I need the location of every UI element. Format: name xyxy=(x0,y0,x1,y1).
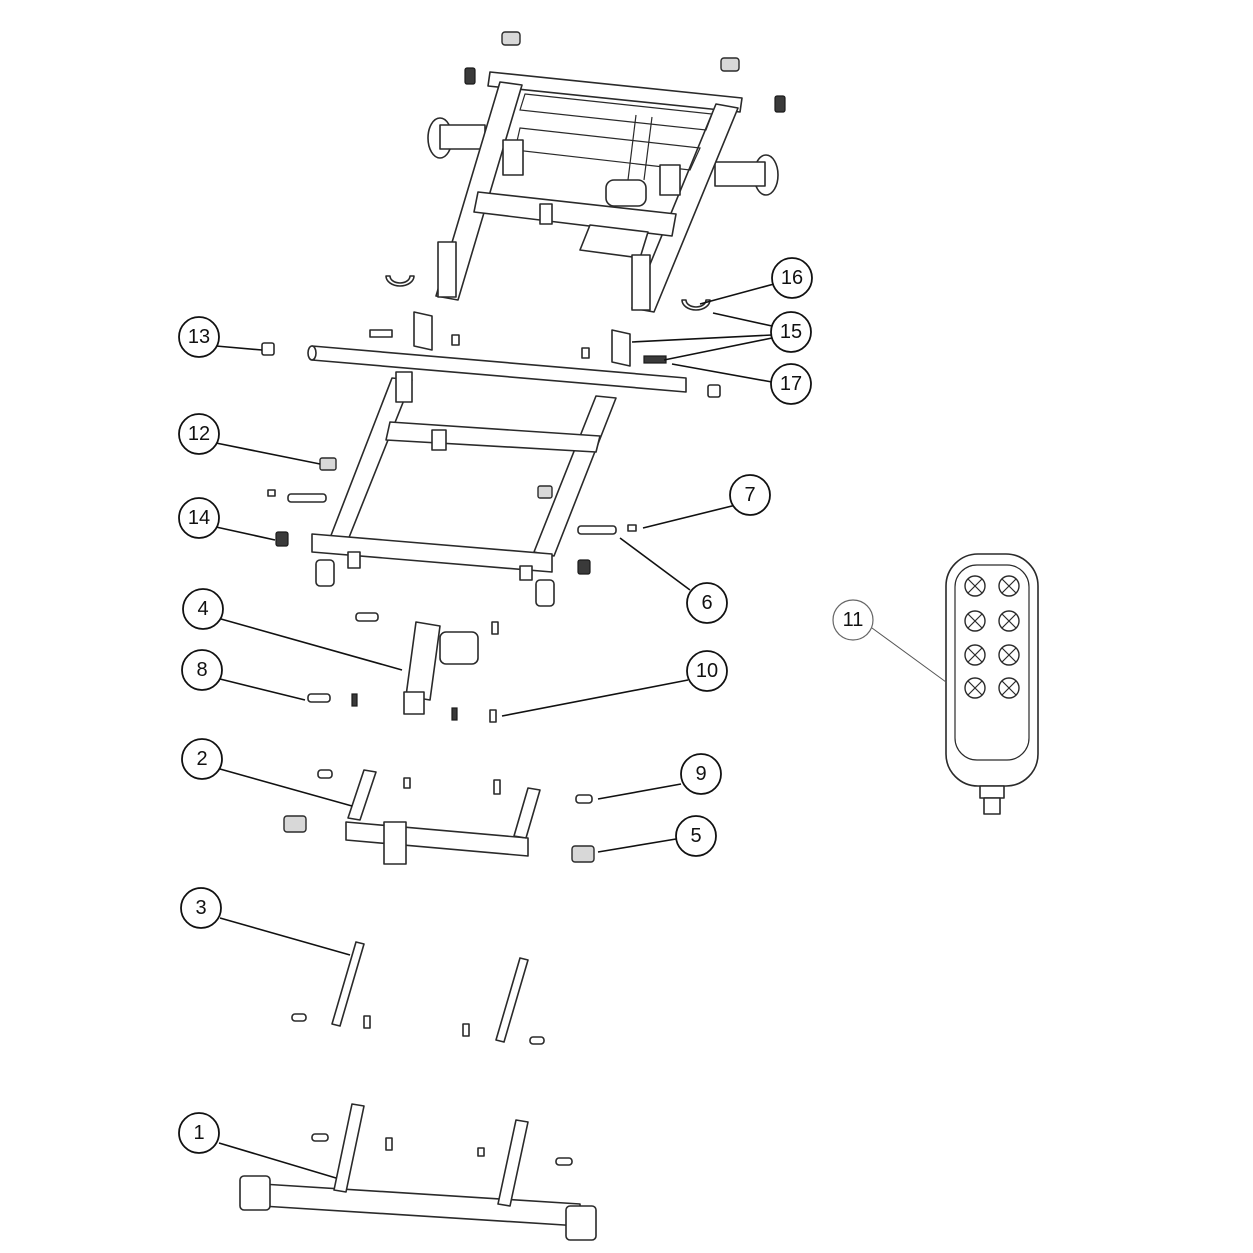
callout-7-label: 7 xyxy=(744,484,755,506)
u-clip-left xyxy=(385,275,415,287)
callout-6: 6 xyxy=(686,582,728,624)
callout-1: 1 xyxy=(178,1112,220,1154)
callout-9-label: 9 xyxy=(695,763,706,785)
callout-2: 2 xyxy=(181,738,223,780)
callout-2-label: 2 xyxy=(196,748,207,770)
callout-15: 15 xyxy=(770,311,812,353)
callout-6-label: 6 xyxy=(701,592,712,614)
linear-actuator xyxy=(307,612,499,723)
callout-16-label: 16 xyxy=(781,267,803,289)
callout-3-label: 3 xyxy=(195,897,206,919)
callout-13-label: 13 xyxy=(188,326,210,348)
callout-13: 13 xyxy=(178,316,220,358)
base-frame xyxy=(267,371,637,607)
middle-cross-bar xyxy=(261,311,721,398)
handset-buttons xyxy=(964,575,1020,699)
callout-4-label: 4 xyxy=(197,598,208,620)
u-clip-right xyxy=(681,299,711,311)
callout-7: 7 xyxy=(729,474,771,516)
callout-16: 16 xyxy=(771,257,813,299)
callout-12-label: 12 xyxy=(188,423,210,445)
callout-8: 8 xyxy=(181,649,223,691)
callout-10: 10 xyxy=(686,650,728,692)
callout-17-label: 17 xyxy=(780,373,802,395)
callout-11-label: 11 xyxy=(843,609,864,631)
callout-17: 17 xyxy=(770,363,812,405)
leader-lines xyxy=(215,283,947,1179)
callout-15-label: 15 xyxy=(780,321,802,343)
callout-4: 4 xyxy=(182,588,224,630)
callout-9: 9 xyxy=(680,753,722,795)
callout-11: 11 xyxy=(832,599,874,641)
callout-8-label: 8 xyxy=(196,659,207,681)
link-bars xyxy=(291,941,545,1045)
callout-14-label: 14 xyxy=(188,507,210,529)
callout-10-label: 10 xyxy=(696,660,718,682)
top-frame-assembly xyxy=(427,31,786,313)
hand-control-handset xyxy=(945,553,1039,815)
callout-5: 5 xyxy=(675,815,717,857)
callout-14: 14 xyxy=(178,497,220,539)
callout-3: 3 xyxy=(180,887,222,929)
lift-arm xyxy=(283,769,595,865)
base-cross-tube xyxy=(239,1103,597,1241)
callout-5-label: 5 xyxy=(690,825,701,847)
callout-12: 12 xyxy=(178,413,220,455)
callout-1-label: 1 xyxy=(193,1122,204,1144)
